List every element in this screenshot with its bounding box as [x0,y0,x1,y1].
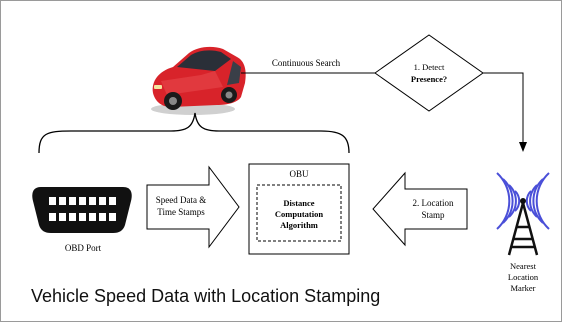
decision-label-line1: 1. Detect [414,62,445,72]
decision-label-line2: Presence? [411,74,447,84]
obd-port-icon [32,187,132,233]
speed-data-arrow: Speed Data & Time Stamps [146,165,240,249]
presence-connector [483,72,527,152]
decision-diamond: 1. Detect Presence? [374,34,484,112]
location-arrow-line1: 2. Location [413,198,454,208]
diagram-caption: Vehicle Speed Data with Location Stampin… [31,286,381,306]
marker-label-line3: Marker [510,283,535,293]
curly-brace [38,112,350,154]
obu-box: OBU Distance Computation Algorithm [248,163,350,255]
search-label: Continuous Search [272,58,341,68]
marker-label-line1: Nearest [510,261,537,271]
car-icon [151,46,246,115]
obu-title: OBU [289,169,309,179]
marker-label-line2: Location [508,272,539,282]
location-arrow-line2: Stamp [421,210,445,220]
speed-arrow-line2: Time Stamps [157,207,205,217]
obd-port-label: OBD Port [65,243,102,253]
algorithm-line3: Algorithm [280,220,318,230]
algorithm-line2: Computation [275,209,323,219]
radio-tower-icon [496,172,550,256]
algorithm-box [256,184,342,242]
speed-arrow-line1: Speed Data & [156,195,206,205]
diagram-canvas: Continuous Search 1. Detect Presence? [32,34,550,293]
algorithm-line1: Distance [283,198,314,208]
location-stamp-arrow: 2. Location Stamp [372,171,468,247]
